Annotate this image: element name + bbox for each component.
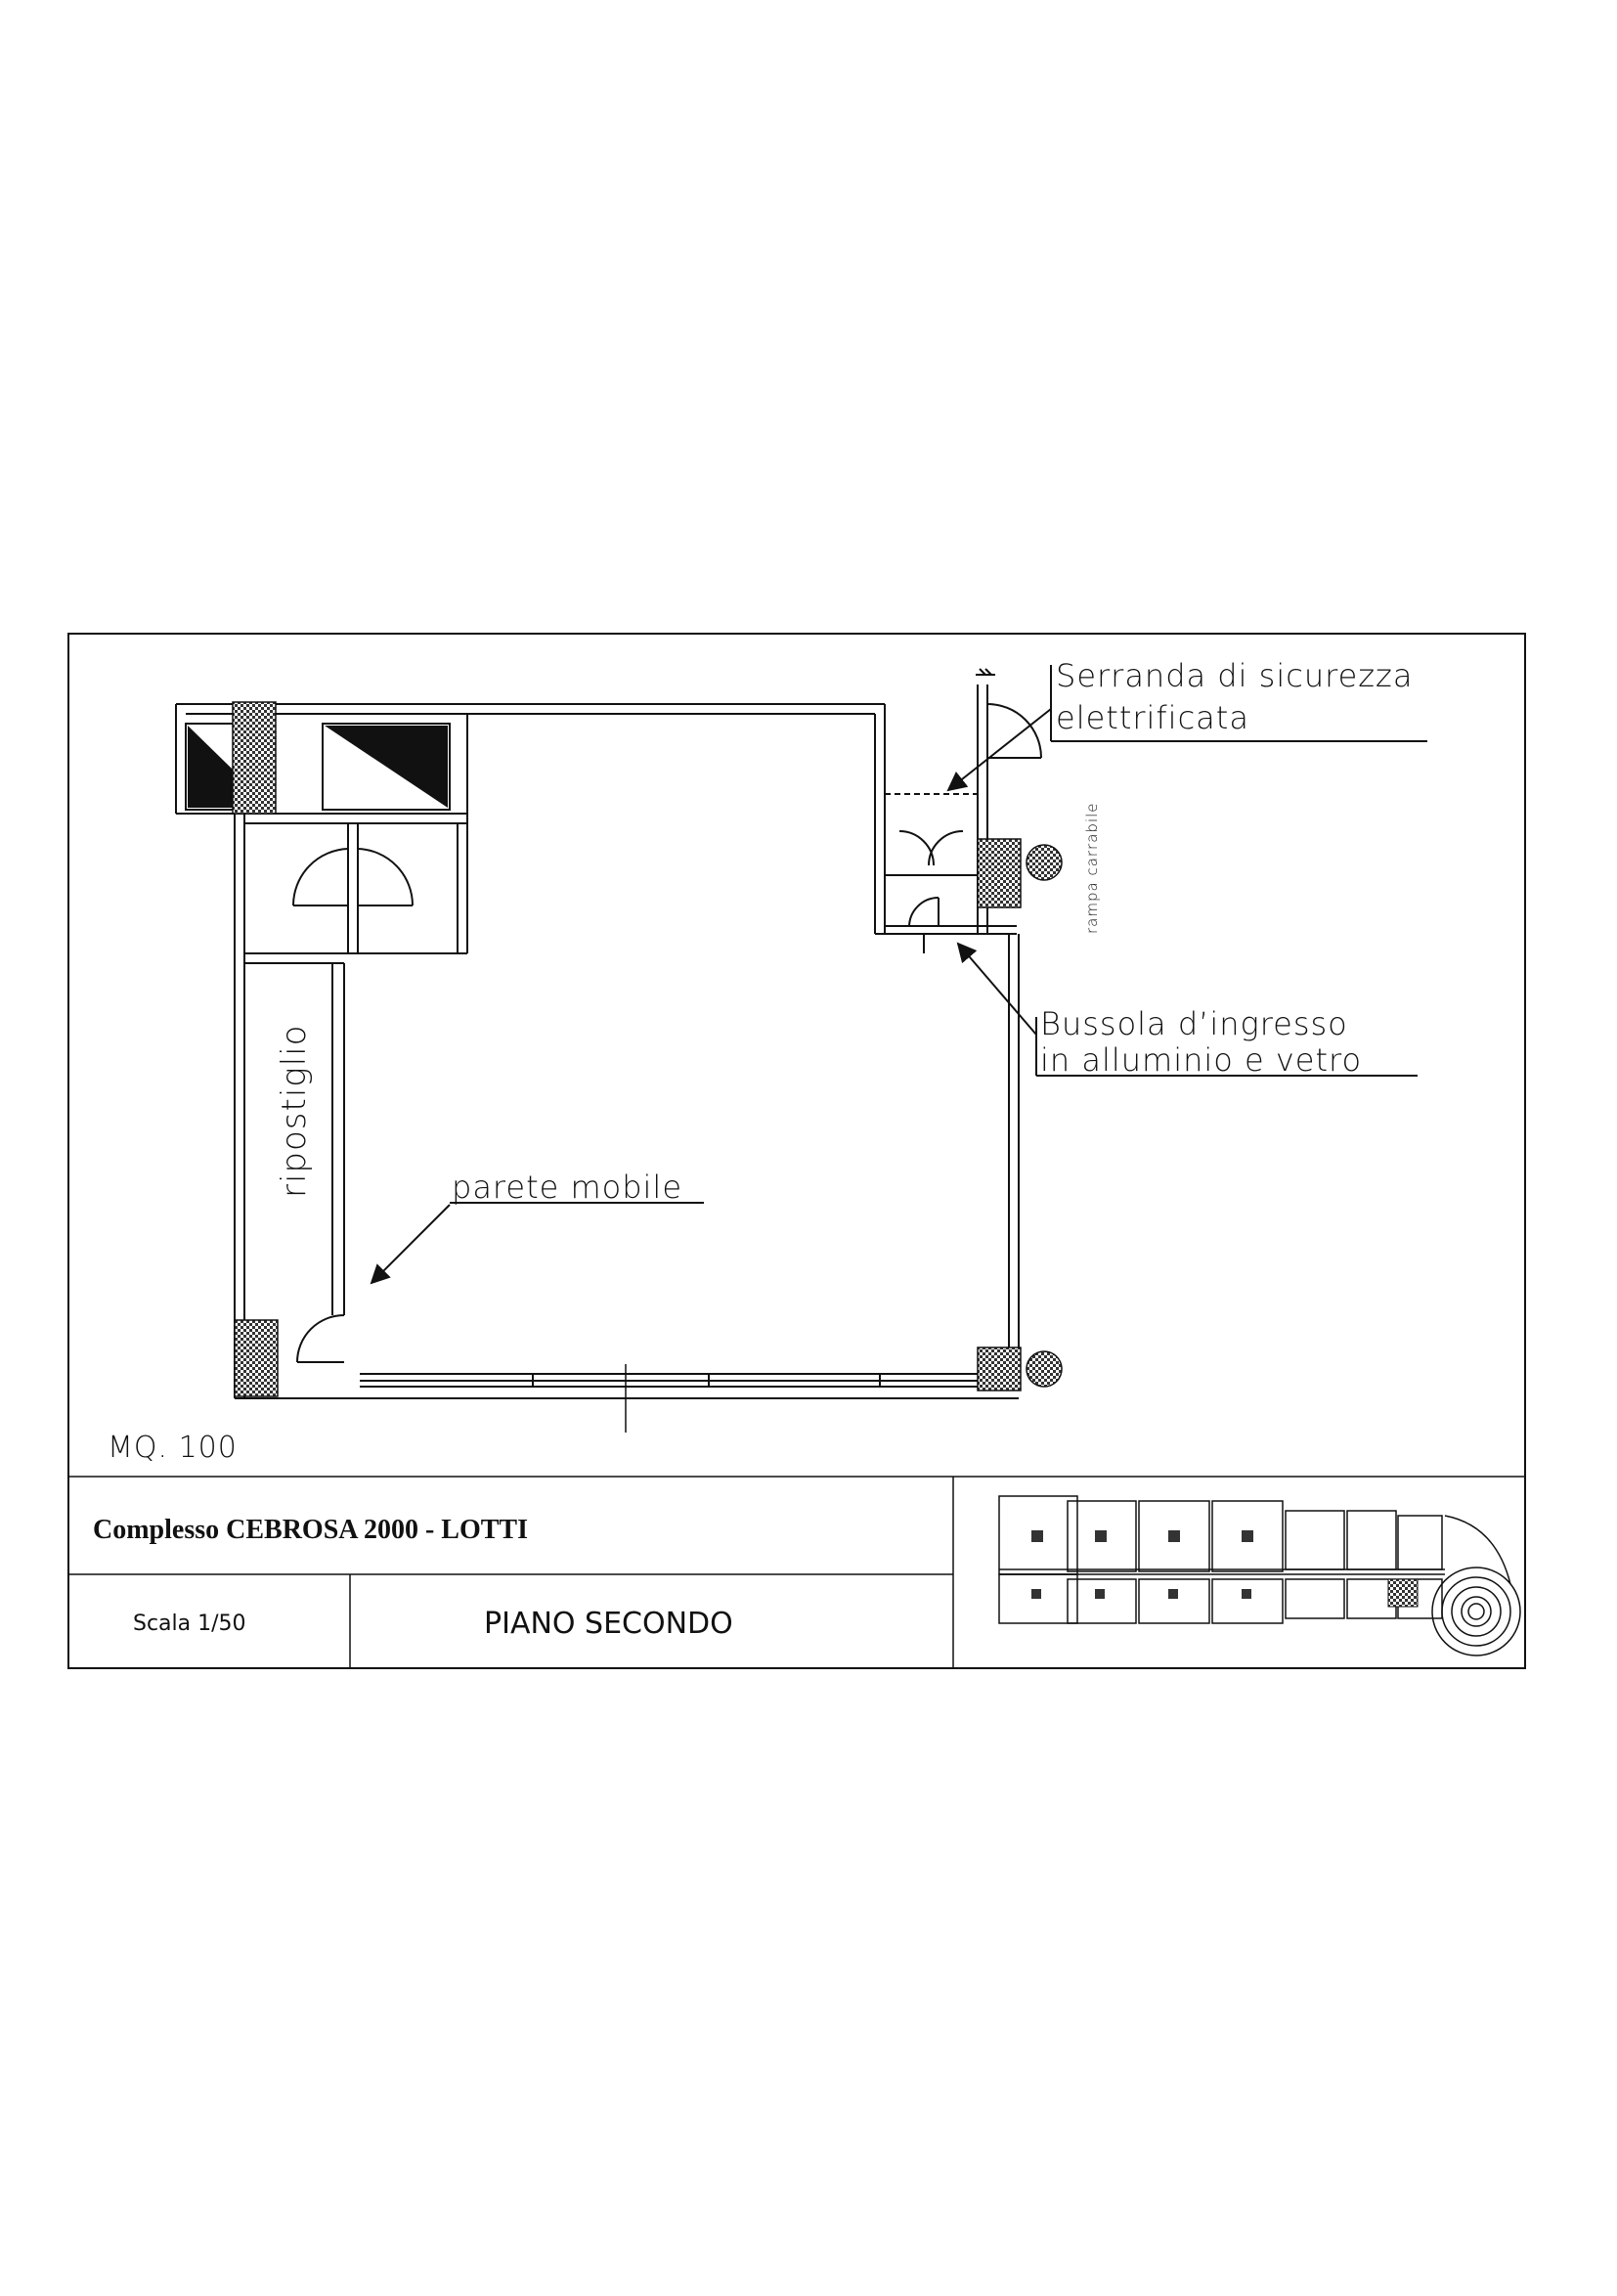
floor-plan <box>175 668 1042 1433</box>
key-plan-columns <box>1031 1530 1253 1599</box>
leader-lines <box>370 665 1427 1285</box>
project-title: Complesso CEBROSA 2000 - LOTTI <box>93 1515 528 1545</box>
scale-label: Scala 1/50 <box>133 1612 246 1636</box>
key-plan <box>998 1495 1521 1656</box>
shaft-symbol-right <box>325 726 448 808</box>
drawing-frame <box>67 633 1526 1669</box>
vestibule-label-line1: Bussola d’ingresso <box>1040 1005 1348 1042</box>
column-circle-bottom <box>1026 1350 1063 1388</box>
column-circle-top <box>1026 844 1063 881</box>
shutter-label-line2: elettrificata <box>1056 699 1249 736</box>
title-block <box>68 1476 1525 1668</box>
floor-label: PIANO SECONDO <box>484 1607 733 1641</box>
movable-wall-label: parete mobile <box>452 1169 682 1206</box>
key-plan-highlight <box>1387 1578 1419 1608</box>
storage-label: ripostiglio <box>275 1025 314 1198</box>
area-label: MQ. 100 <box>108 1431 238 1465</box>
structural-pillars <box>232 701 1022 1397</box>
ramp-label: rampa carrabile <box>1083 802 1101 934</box>
shutter-label-line1: Serranda di sicurezza <box>1056 657 1413 694</box>
vestibule-label-line2: in alluminio e vetro <box>1040 1041 1362 1079</box>
